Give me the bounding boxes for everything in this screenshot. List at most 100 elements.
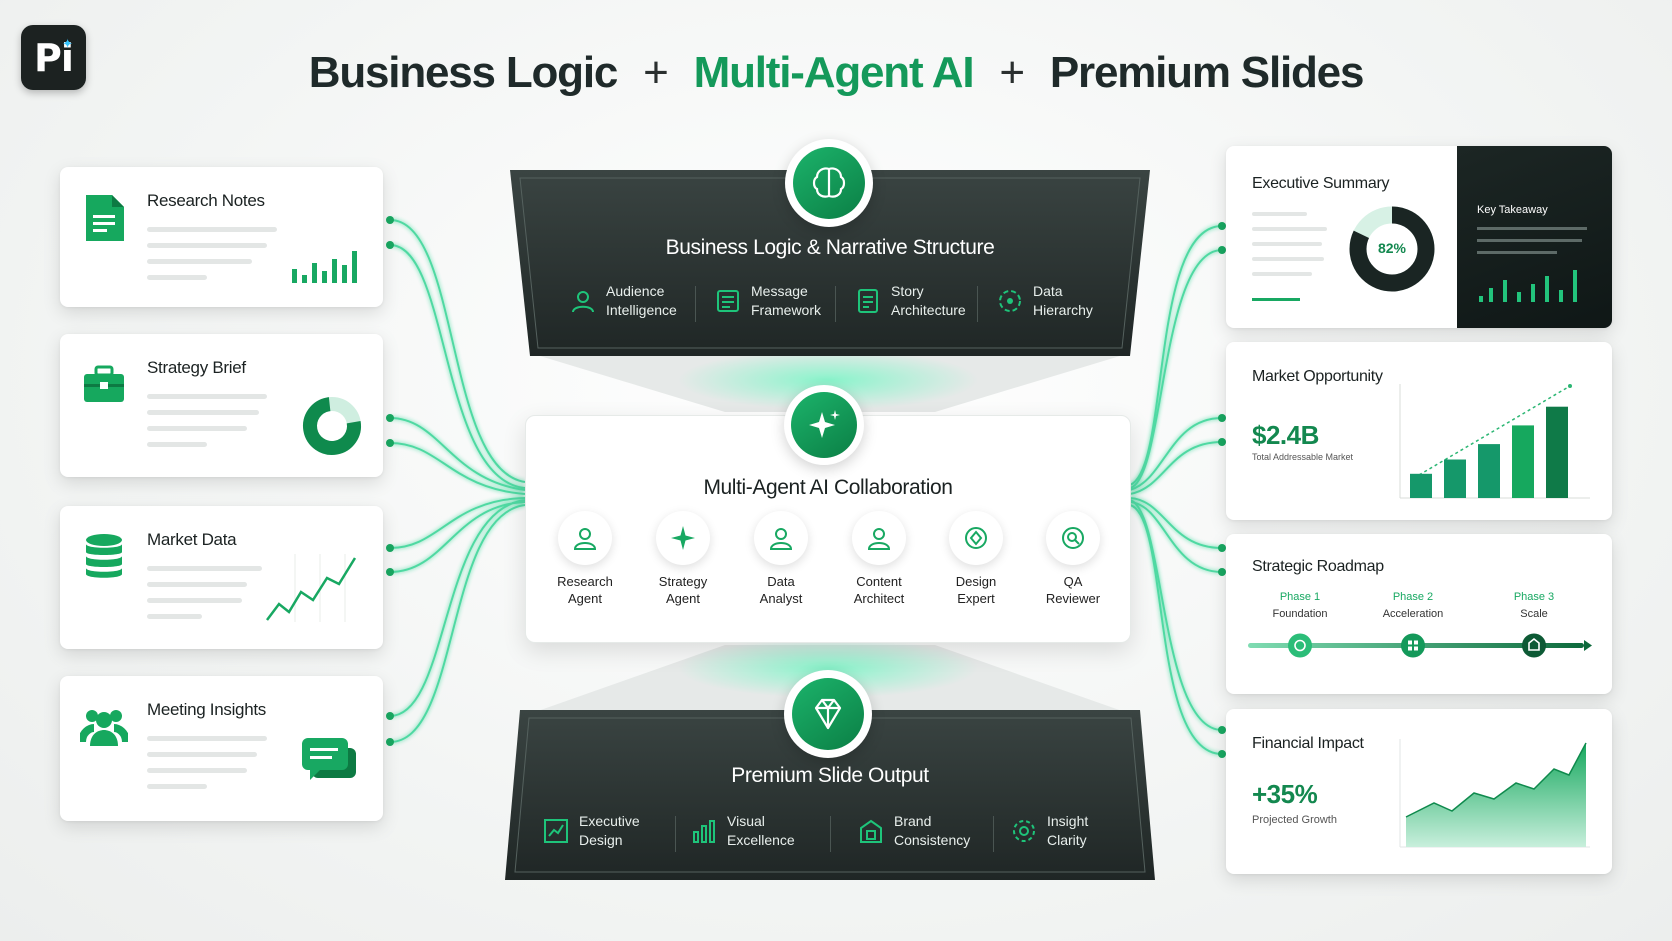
headline-multi-agent: Multi-Agent AI bbox=[693, 48, 975, 97]
feature-line1: Data bbox=[1033, 283, 1063, 299]
card-title: Meeting Insights bbox=[147, 700, 266, 719]
market-bar-chart bbox=[1399, 384, 1590, 499]
phase-label: Phase 2 bbox=[1392, 591, 1434, 603]
agent-line1: Data bbox=[767, 574, 795, 589]
market-bar-1 bbox=[1410, 473, 1432, 498]
feature-line1: Insight bbox=[1047, 813, 1089, 829]
output-card-strategic-roadmap[interactable]: Strategic Roadmap Phase 1 Foundation Pha… bbox=[1226, 534, 1612, 694]
agent-line1: Design bbox=[955, 574, 997, 589]
spark-icon: ✦ bbox=[62, 36, 73, 51]
brand-icon bbox=[860, 819, 882, 843]
feature-line1: Executive bbox=[579, 813, 640, 829]
user-icon bbox=[769, 528, 793, 550]
output-card-market-opportunity[interactable]: Market Opportunity $2.4B Total Addressab… bbox=[1226, 342, 1612, 520]
people-icon bbox=[80, 710, 128, 746]
donut-value-arc bbox=[1349, 206, 1435, 292]
takeaway-bar-chart-icon bbox=[1479, 270, 1577, 302]
roadmap-timeline bbox=[1248, 633, 1592, 658]
panel-background bbox=[510, 170, 1150, 356]
panel-title: Multi-Agent AI Collaboration bbox=[703, 476, 953, 499]
headline: Business Logic+Multi-Agent AI+Premium Sl… bbox=[0, 48, 1672, 98]
insight-icon bbox=[1013, 820, 1035, 842]
summary-donut-chart bbox=[1349, 206, 1435, 292]
phase-name: Foundation bbox=[1272, 608, 1328, 620]
card-title: Strategic Roadmap bbox=[1252, 558, 1384, 575]
feature-line2: Design bbox=[579, 832, 623, 848]
financial-value: +35% bbox=[1252, 779, 1318, 809]
feature-line1: Audience bbox=[606, 283, 665, 299]
input-card-market-data[interactable]: Market Data bbox=[60, 506, 383, 649]
donut-value-label: 82% bbox=[1377, 240, 1407, 256]
hierarchy-icon bbox=[999, 290, 1021, 312]
chat-bubble-icon bbox=[302, 738, 356, 780]
panel-background bbox=[505, 710, 1155, 880]
text-lines bbox=[147, 227, 277, 291]
phase-1: Phase 1 Foundation bbox=[1250, 589, 1350, 623]
headline-plus-2: + bbox=[999, 48, 1025, 97]
card-title: Executive Summary bbox=[1252, 175, 1390, 192]
output-card-executive-summary[interactable]: Executive Summary 82% Key Takeaway bbox=[1226, 146, 1612, 328]
mini-bar-chart-icon bbox=[292, 251, 357, 283]
brain-badge bbox=[785, 139, 873, 227]
market-bar-5 bbox=[1546, 406, 1568, 498]
market-bar-3 bbox=[1478, 444, 1500, 498]
search-check-icon bbox=[1062, 527, 1084, 549]
sparkle-icon bbox=[671, 526, 695, 550]
agent-line1: Strategy bbox=[658, 574, 708, 589]
text-lines bbox=[147, 566, 262, 630]
input-card-research-notes[interactable]: Research Notes bbox=[60, 167, 383, 307]
accent-underline bbox=[1252, 298, 1300, 301]
brain-icon bbox=[812, 167, 846, 198]
feature-line2: Intelligence bbox=[606, 302, 677, 318]
phase-3-node-icon bbox=[1522, 633, 1546, 658]
app-logo[interactable]: Pi ✦ bbox=[21, 25, 86, 90]
growth-area-chart bbox=[1399, 739, 1590, 848]
card-title: Research Notes bbox=[147, 191, 265, 210]
agent-line2: Expert bbox=[957, 591, 995, 606]
headline-plus-1: + bbox=[643, 48, 669, 97]
chart-up-icon bbox=[544, 819, 568, 843]
market-value: $2.4B bbox=[1252, 420, 1319, 450]
agent-line2: Reviewer bbox=[1045, 591, 1101, 606]
market-bar-4 bbox=[1512, 425, 1534, 498]
database-icon bbox=[86, 534, 122, 578]
phase-name: Scale bbox=[1520, 608, 1548, 620]
phase-2: Phase 2 Acceleration bbox=[1363, 589, 1463, 623]
diamond-icon bbox=[814, 698, 842, 730]
input-card-meeting-insights[interactable]: Meeting Insights bbox=[60, 676, 383, 821]
bar-chart-icon bbox=[693, 820, 715, 843]
agent-line2: Agent bbox=[666, 591, 700, 606]
business-logic-panel: Business Logic & Narrative Structure Aud… bbox=[510, 170, 1150, 356]
input-card-strategy-brief[interactable]: Strategy Brief bbox=[60, 334, 383, 477]
user-icon bbox=[867, 528, 891, 550]
phase-3: Phase 3 Scale bbox=[1484, 589, 1584, 623]
key-takeaway-label: Key Takeaway bbox=[1477, 204, 1548, 216]
card-title: Market Opportunity bbox=[1252, 368, 1383, 385]
panel-title: Premium Slide Output bbox=[731, 764, 929, 787]
design-icon bbox=[965, 527, 987, 549]
feature-line1: Story bbox=[891, 283, 924, 299]
phase-2-node-icon bbox=[1401, 633, 1425, 658]
agent-line2: Analyst bbox=[759, 591, 803, 606]
list-icon bbox=[717, 290, 739, 312]
output-card-financial-impact[interactable]: Financial Impact +35% Projected Growth bbox=[1226, 709, 1612, 874]
trend-line-icon bbox=[266, 554, 357, 622]
sparkle-badge bbox=[784, 385, 864, 465]
story-icon bbox=[858, 289, 878, 313]
text-lines bbox=[147, 736, 267, 800]
trend-line bbox=[1413, 385, 1571, 479]
